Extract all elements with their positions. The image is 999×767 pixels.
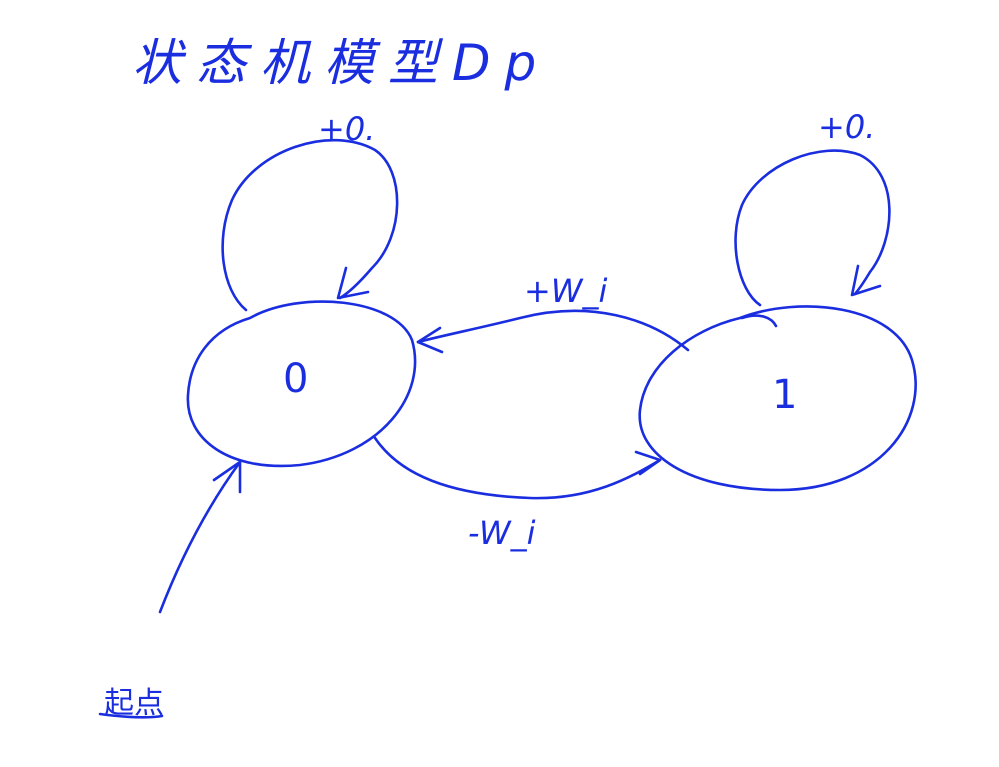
state-node-0: 0 [186,300,417,468]
self-loop-1-label: +0. [818,108,875,146]
self-loop-1-arrowhead [850,264,882,297]
state-0-circle [186,300,417,468]
edge-0-to-1-label: -W_i [468,514,536,552]
self-loop-0-curve [221,138,399,312]
state-0-label: 0 [283,356,308,402]
edge-0-to-1-curve [373,436,662,500]
edge-0-to-1-arrowhead [634,450,662,476]
edge-1-to-0-curve [416,309,690,352]
edge-1-to-0-label: +W_i [524,272,607,310]
diagram-title: 状态机模型Dp [132,34,550,92]
start-arrow-head [212,460,242,494]
edge-0-to-1: -W_i [373,436,662,552]
edge-1-to-0-arrowhead [416,326,444,354]
start-arrow-line [158,460,242,614]
state-node-1: 1 [638,305,917,492]
self-loop-0-arrowhead [336,266,370,300]
start-arrow: 起点 [98,460,242,721]
state-1-circle [638,305,917,492]
self-loop-0: +0. [221,110,399,312]
edge-1-to-0: +W_i [416,272,690,354]
state-1-label: 1 [772,372,797,418]
self-loop-0-label: +0. [318,110,375,148]
self-loop-1-curve [734,149,891,307]
self-loop-1: +0. [734,108,891,307]
